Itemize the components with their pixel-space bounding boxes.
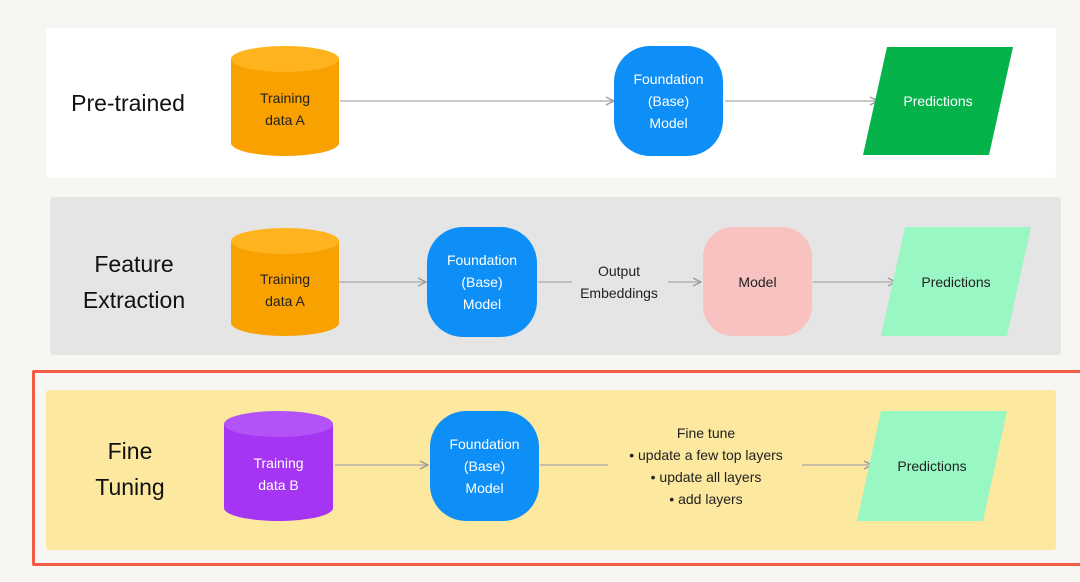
fine-tune-option-all-layers: • update all layers	[650, 469, 762, 485]
fe-output-embeddings-label: Output Embeddings	[580, 263, 658, 301]
pretrained-predictions: Predictions	[863, 47, 1013, 155]
ft-foundation-model: Foundation (Base) Model	[430, 411, 539, 521]
fe-foundation-label: Foundation (Base) Model	[446, 252, 518, 312]
fe-model-label: Model	[738, 273, 777, 290]
ft-predictions-label: Predictions	[897, 458, 967, 474]
database-icon	[231, 46, 339, 156]
ft-training-label: Training data B	[253, 455, 304, 493]
pretrained-predictions-label: Predictions	[903, 93, 973, 109]
fe-predictions-label: Predictions	[921, 273, 991, 290]
pretrained-title: Pre-trained	[71, 90, 185, 116]
ft-predictions: Predictions	[857, 411, 1007, 521]
ft-foundation-label: Foundation (Base) Model	[449, 436, 520, 496]
fe-training-label: Training data A	[259, 271, 311, 309]
fe-training-data-cylinder: Training data A	[231, 228, 339, 336]
feature-extraction-title: Feature Extraction	[82, 251, 186, 313]
pretrained-training-data-cylinder: Training data A	[231, 46, 339, 156]
fine-tune-header: Fine tune	[676, 425, 736, 441]
fe-predictions: Predictions	[881, 227, 1031, 336]
pretrained-foundation-label: Foundation (Base) Model	[633, 71, 704, 131]
fe-foundation-model: Foundation (Base) Model	[427, 227, 537, 337]
pretrained-foundation-model: Foundation (Base) Model	[614, 46, 723, 156]
fine-tune-option-add-layers: • add layers	[669, 491, 743, 507]
fine-tuning-highlight-frame	[32, 370, 1080, 566]
pretrained-training-label: Training data A	[259, 90, 311, 128]
fine-tune-options: Fine tune • update a few top layers • up…	[606, 422, 806, 510]
database-icon	[231, 228, 339, 336]
fe-model: Model	[703, 227, 812, 336]
database-icon	[224, 411, 333, 521]
ft-training-data-cylinder: Training data B	[224, 411, 333, 521]
fine-tune-option-top-layers: • update a few top layers	[629, 447, 783, 463]
fine-tuning-title: Fine Tuning	[95, 438, 165, 500]
